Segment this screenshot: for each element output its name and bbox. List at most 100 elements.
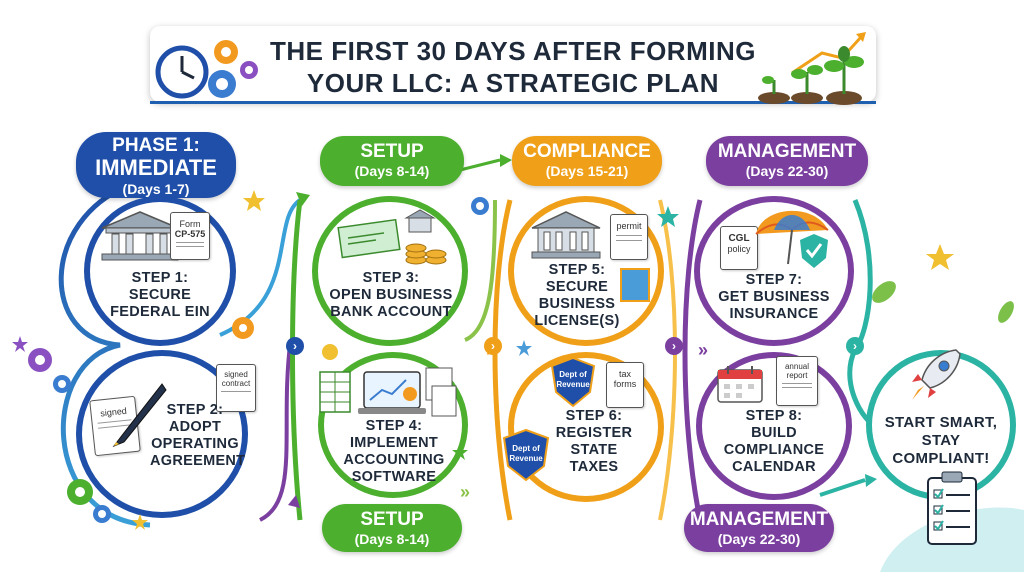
annual-label-1: annual — [784, 362, 810, 371]
step2-line2: ADOPT — [168, 419, 222, 435]
step3-line3: BANK ACCOUNT — [330, 304, 452, 320]
cgl-policy-icon: CGL policy — [720, 226, 758, 270]
tax-forms-icon: tax forms — [606, 362, 644, 408]
final-line1: START SMART, — [884, 414, 998, 431]
title-line-2: YOUR LLC: A STRATEGIC PLAN — [306, 68, 720, 98]
star-icon — [132, 514, 148, 530]
setup-top-arrow-head — [500, 154, 512, 167]
tax-label-2: forms — [613, 379, 637, 389]
phase1-label: PHASE 1: — [112, 135, 200, 156]
compliance-name: COMPLIANCE — [523, 141, 651, 162]
setup-connector — [464, 199, 497, 342]
node-chevron-1: › — [286, 337, 304, 355]
shield-icon — [502, 428, 550, 482]
step1-line1: STEP 1: — [131, 270, 189, 286]
gear-icon — [232, 317, 254, 339]
step4-line1: STEP 4: — [365, 418, 423, 434]
step4-text: STEP 4: IMPLEMENT ACCOUNTING SOFTWARE — [330, 418, 458, 486]
pen-icon — [112, 383, 167, 448]
plant-icon — [758, 32, 866, 105]
step7-line3: INSURANCE — [729, 306, 819, 322]
step3-line2: OPEN BUSINESS — [329, 287, 453, 303]
setup-days-top: (Days 8-14) — [354, 163, 430, 179]
step1-line2: SECURE — [128, 287, 192, 303]
title-line-1: THE FIRST 30 DAYS AFTER FORMING — [270, 36, 756, 66]
bank-icon — [101, 211, 179, 261]
star-icon — [243, 190, 265, 211]
step7-text: STEP 7: GET BUSINESS INSURANCE — [708, 272, 840, 323]
purple-arrow-head — [288, 495, 300, 508]
star-icon — [12, 336, 28, 352]
setup-pill-bottom: SETUP (Days 8-14) — [322, 504, 462, 552]
step2-text: STEP 2: ADOPT OPERATING AGREEMENT — [150, 402, 246, 470]
setup-name-top: SETUP — [360, 141, 424, 162]
node-chevron-2: › — [484, 337, 502, 355]
final-line2: STAY — [921, 432, 961, 449]
setup-name-bottom: SETUP — [360, 509, 424, 530]
setup-days-bottom: (Days 8-14) — [354, 531, 430, 547]
form-label: Form — [179, 219, 201, 229]
setup-arrow-head — [296, 192, 310, 206]
step5-text: STEP 5: SECURE BUSINESS LICENSE(S) — [522, 262, 632, 330]
step6-line3: STATE — [570, 442, 618, 458]
title-box: THE FIRST 30 DAYS AFTER FORMING YOUR LLC… — [150, 26, 876, 102]
rocket-icon — [912, 349, 961, 400]
step3-line1: STEP 3: — [362, 270, 420, 286]
gear-icon — [53, 375, 71, 393]
cgl-label-1: CGL — [728, 233, 750, 244]
step6-line4: TAXES — [569, 459, 619, 475]
step8-line4: CALENDAR — [732, 459, 816, 475]
final-arrow-head — [865, 474, 877, 487]
step1-line3: FEDERAL EIN — [110, 304, 210, 320]
step6-line1: STEP 6: — [565, 408, 623, 424]
star-icon — [657, 206, 679, 227]
step1-text: STEP 1: SECURE FEDERAL EIN — [96, 270, 224, 321]
calendar-icon — [717, 366, 763, 403]
government-building-icon — [531, 211, 601, 259]
node-chevron-3: › — [665, 337, 683, 355]
signed-contract-icon: signed contract — [216, 364, 256, 412]
step2-line3: OPERATING — [151, 436, 239, 452]
phase1-pill: PHASE 1: IMMEDIATE (Days 1-7) — [76, 132, 236, 198]
tax-label-1: tax — [618, 369, 631, 379]
svg-text:»: » — [460, 482, 470, 502]
phase1-lower-connector — [259, 344, 292, 522]
step6-text: STEP 6: REGISTER STATE TAXES — [546, 408, 642, 476]
signed-contract-label-1: signed — [224, 370, 248, 379]
step5-line1: STEP 5: — [548, 262, 606, 278]
step8-line3: COMPLIANCE — [723, 442, 825, 458]
compliance-days: (Days 15-21) — [545, 163, 629, 179]
final-text: START SMART, STAY COMPLIANT! — [872, 414, 1010, 468]
laptop-spreadsheet-icon — [319, 367, 457, 417]
annual-label-2: report — [786, 371, 808, 380]
permit-label: permit — [616, 221, 642, 231]
star-icon — [516, 340, 532, 356]
clipboard-icon — [927, 471, 977, 545]
dept-label-1: Dept of Revenue — [556, 370, 590, 389]
step6-line2: REGISTER — [555, 425, 633, 441]
permit-document-icon: permit — [610, 214, 648, 260]
phase1-days: (Days 1-7) — [122, 181, 190, 197]
gear-icon — [28, 348, 52, 372]
shield-check-icon — [800, 234, 828, 268]
title-underline — [150, 101, 876, 104]
umbrella-icon — [755, 210, 829, 265]
management-pill-top: MANAGEMENT (Days 22-30) — [706, 136, 868, 186]
step8-line1: STEP 8: — [745, 408, 803, 424]
star-icon — [452, 444, 468, 460]
step8-line2: BUILD — [751, 425, 797, 441]
phase1-name: IMMEDIATE — [95, 155, 217, 180]
management-days-bottom: (Days 22-30) — [717, 531, 801, 547]
license-stamp-icon — [620, 268, 650, 302]
gear-icon — [67, 479, 93, 505]
clock-gears-icon — [155, 40, 258, 99]
setup-pill-top: SETUP (Days 8-14) — [320, 136, 464, 186]
leaf-icon — [998, 301, 1014, 323]
step2-line4: AGREEMENT — [150, 453, 246, 469]
final-line3: COMPLIANT! — [892, 450, 990, 467]
check-coins-icon — [337, 209, 447, 265]
step4-line3: ACCOUNTING — [343, 452, 445, 468]
step5-line2: SECURE — [545, 279, 609, 295]
form-number: CP-575 — [174, 229, 206, 239]
